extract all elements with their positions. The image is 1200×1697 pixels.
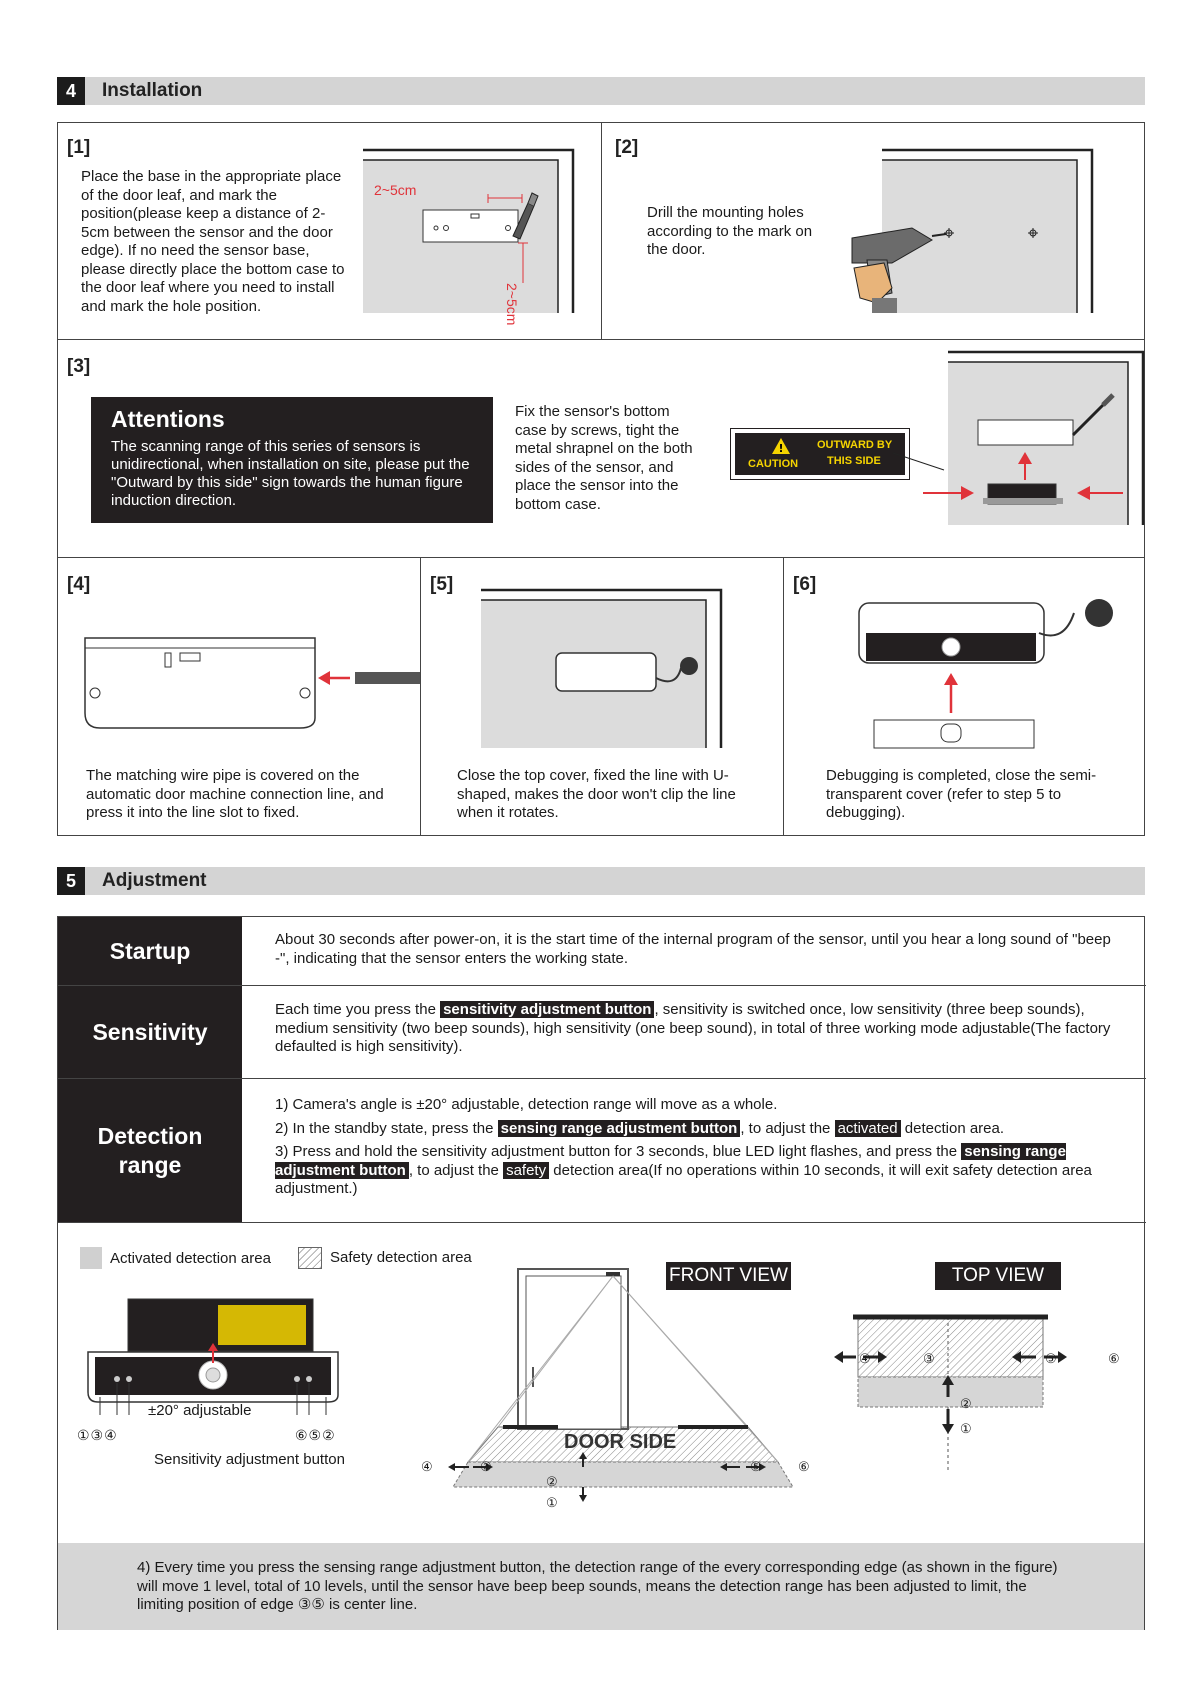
step-text: Close the top cover, fixed the line with… [457, 767, 736, 821]
svg-text:!: ! [778, 442, 783, 455]
note-band: 4) Every time you press the sensing rang… [58, 1543, 1144, 1630]
top-edge-4-label: ④ [859, 1351, 871, 1366]
left-number-labels: ①③④ [77, 1427, 118, 1443]
edge-4-label: ④ [421, 1459, 433, 1474]
wire-pipe-illustration [84, 637, 420, 729]
sensor-panel-diagram [87, 1298, 339, 1415]
section-title: Adjustment [102, 870, 207, 891]
sensitivity-button-label: Sensitivity adjustment button [154, 1451, 345, 1468]
section-number: 4 [57, 77, 85, 105]
step-4-panel: [4] The matching wire pipe is covered on… [57, 557, 421, 836]
top-edge-1-label: ① [960, 1421, 972, 1436]
step-text: Debugging is completed, close the semi-t… [826, 767, 1097, 821]
edge-1-label: ① [546, 1495, 558, 1510]
step-label: [5] [430, 574, 454, 595]
edge-6-label: ⑥ [798, 1459, 810, 1474]
door-side-label: DOOR SIDE [564, 1431, 677, 1453]
top-edge-3-label: ③ [923, 1351, 935, 1366]
step-label: [3] [67, 356, 91, 377]
right-number-labels: ⑥⑤② [295, 1427, 336, 1443]
warning-icon: ! [772, 438, 790, 455]
edge-5-label: ⑤ [750, 1459, 762, 1474]
outward-sign: ! CAUTION OUTWARD BY THIS SIDE [730, 428, 910, 480]
step-label: [2] [615, 137, 639, 158]
step-1-panel: [1] Place the base in the appropriate pl… [57, 122, 602, 340]
front-view-diagram [448, 1268, 794, 1502]
step-6-panel: [6] Debugging is completed, close the se… [783, 557, 1145, 836]
sensitivity-text: Each time you press the sensitivity adju… [275, 1001, 1111, 1055]
legend-safety: Safety detection area [330, 1249, 472, 1266]
top-view-diagram [834, 1314, 1067, 1472]
top-edge-6-label: ⑥ [1108, 1351, 1120, 1366]
section-number: 5 [57, 867, 85, 895]
attentions-title: Attentions [111, 406, 225, 432]
step-text: Place the base in the appropriate place … [81, 168, 345, 315]
fix-sensor-illustration [892, 350, 1145, 525]
highlight-sensitivity-button: sensitivity adjustment button [440, 1001, 655, 1018]
step-text: Drill the mounting holes according to th… [647, 204, 813, 258]
legend-activated: Activated detection area [110, 1250, 271, 1267]
detection-line-3: 3) Press and hold the sensitivity adjust… [275, 1143, 1092, 1197]
sensitivity-title: Sensitivity [58, 986, 242, 1078]
section-title: Installation [102, 80, 203, 101]
attentions-text: The scanning range of this series of sen… [111, 438, 470, 509]
top-edge-2-label: ② [960, 1396, 972, 1411]
attentions-box: Attentions The scanning range of this se… [91, 397, 493, 523]
step-text: Fix the sensor's bottom case by screws, … [515, 403, 693, 513]
step-label: [1] [67, 137, 91, 158]
dimension-label-vertical: 2~5cm [504, 283, 520, 326]
adjustment-table: Startup About 30 seconds after power-on,… [57, 916, 1146, 1630]
step-label: [4] [67, 574, 91, 595]
detection-line-2: 2) In the standby state, press the sensi… [275, 1120, 1005, 1137]
step-3-panel: [3] Attentions The scanning range of thi… [57, 339, 1145, 558]
edge-3-label: ③ [480, 1459, 492, 1474]
top-view-label: TOP VIEW [935, 1262, 1061, 1290]
adjustable-label: ±20° adjustable [148, 1402, 252, 1419]
base-marking-illustration [363, 148, 575, 313]
step-text: The matching wire pipe is covered on the… [86, 767, 384, 821]
top-edge-5-label: ⑤ [1045, 1351, 1057, 1366]
section-5-header: 5 Adjustment [57, 867, 1145, 895]
caution-text: CAUTION [748, 458, 799, 470]
close-cover-illustration [481, 588, 723, 748]
front-view-label: FRONT VIEW [666, 1262, 791, 1290]
activated-swatch [80, 1247, 102, 1269]
startup-text: About 30 seconds after power-on, it is t… [275, 931, 1111, 967]
step-label: [6] [793, 574, 817, 595]
dimension-label-horizontal: 2~5cm [374, 182, 417, 198]
section-4-header: 4 Installation [57, 77, 1145, 105]
note-text: 4) Every time you press the sensing rang… [137, 1559, 1058, 1613]
this-side-text: THIS SIDE [827, 455, 881, 467]
step-5-panel: [5] Close the top cover, fixed the line … [420, 557, 784, 836]
detection-line-1: 1) Camera's angle is ±20° adjustable, de… [275, 1096, 778, 1113]
debug-cover-illustration [858, 599, 1113, 749]
drill-illustration [851, 148, 1094, 313]
outward-text: OUTWARD BY [817, 439, 893, 451]
startup-title: Startup [58, 917, 242, 985]
safety-swatch [298, 1247, 322, 1269]
edge-2-label: ② [546, 1474, 558, 1489]
step-2-panel: [2] Drill the mounting holes according t… [601, 122, 1145, 340]
